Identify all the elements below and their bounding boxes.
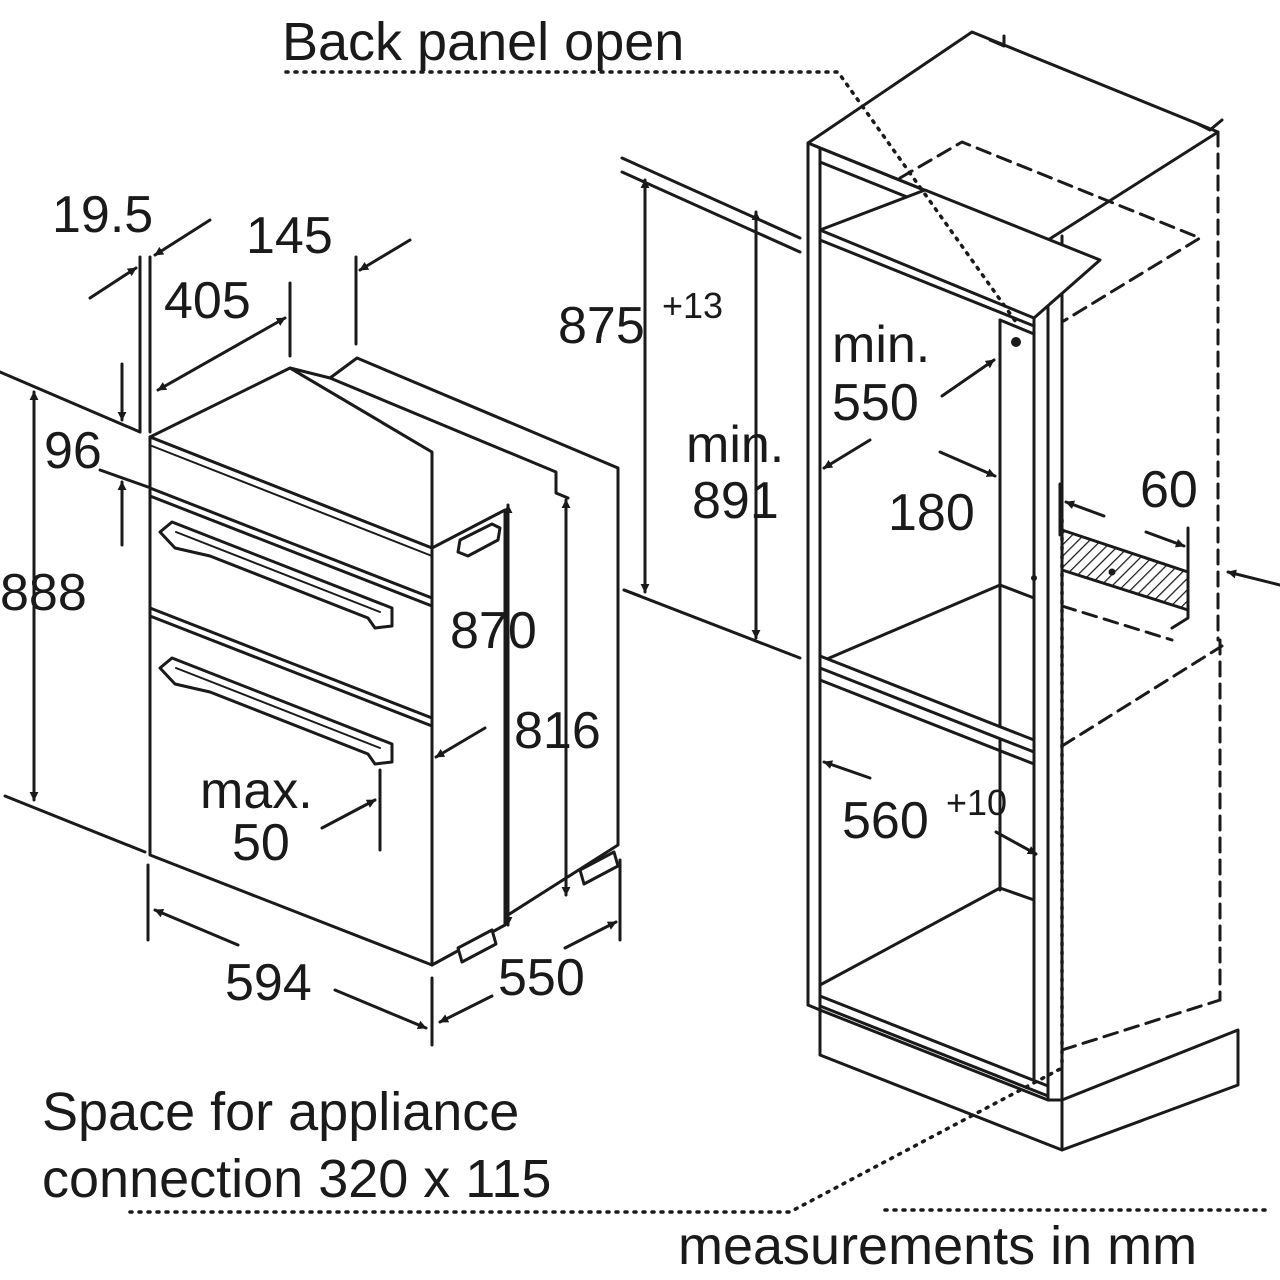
back-panel-label: Back panel open (282, 12, 684, 72)
dim-405-label: 405 (164, 272, 251, 330)
connection-space-label-line1: Space for appliance (42, 1082, 519, 1142)
control-panel-line (148, 486, 434, 600)
upper-shelf (818, 188, 1102, 320)
dim-875-label: 875 (558, 297, 645, 355)
dim-19-5-label: 19.5 (52, 186, 153, 244)
leader-lines (128, 70, 1267, 1214)
niche-floor-back (818, 583, 1036, 664)
max-value-label: 50 (232, 814, 290, 872)
oven-appliance (148, 356, 620, 967)
dim-560-label: 560 (842, 792, 929, 850)
dim-96-label: 96 (44, 422, 102, 480)
dim-870-label: 870 (450, 602, 537, 660)
oven-rear-step (328, 376, 570, 500)
dim-560-tolerance: +10 (946, 782, 1007, 823)
dim-816-label: 816 (514, 702, 601, 760)
dim-180-label: 180 (888, 484, 975, 542)
labels: Back panel open 19.5 145 405 96 888 870 … (0, 12, 1198, 1276)
cabinet-top (806, 30, 1220, 242)
measurements-unit-label: measurements in mm (678, 1216, 1197, 1276)
dim-875-tolerance: +13 (662, 285, 723, 326)
min-550-value: 550 (832, 374, 919, 432)
oven-dimensions (0, 218, 622, 1047)
cabinet-dimensions (620, 156, 1280, 856)
dim-594-label: 594 (225, 954, 312, 1012)
dim-145-label: 145 (246, 207, 333, 265)
dim-888-label: 888 (0, 564, 87, 622)
min-891-label: min. (686, 416, 784, 474)
dim-550-label: 550 (498, 949, 585, 1007)
oven-foot-rear (578, 850, 620, 886)
side-vent (456, 522, 502, 558)
housing-cabinet (806, 30, 1240, 1152)
max-label: max. (200, 762, 313, 820)
dim-60-label: 60 (1140, 461, 1198, 519)
door-split-line (148, 606, 434, 720)
connection-space-label-line2: connection 320 x 115 (42, 1149, 551, 1209)
connection-space-leader (128, 1066, 1064, 1214)
back-panel-leader (284, 70, 1018, 324)
oven-foot-front (456, 928, 498, 964)
min-550-label: min. (832, 316, 930, 374)
min-891-value: 891 (692, 472, 779, 530)
niche-floor (818, 654, 1036, 754)
